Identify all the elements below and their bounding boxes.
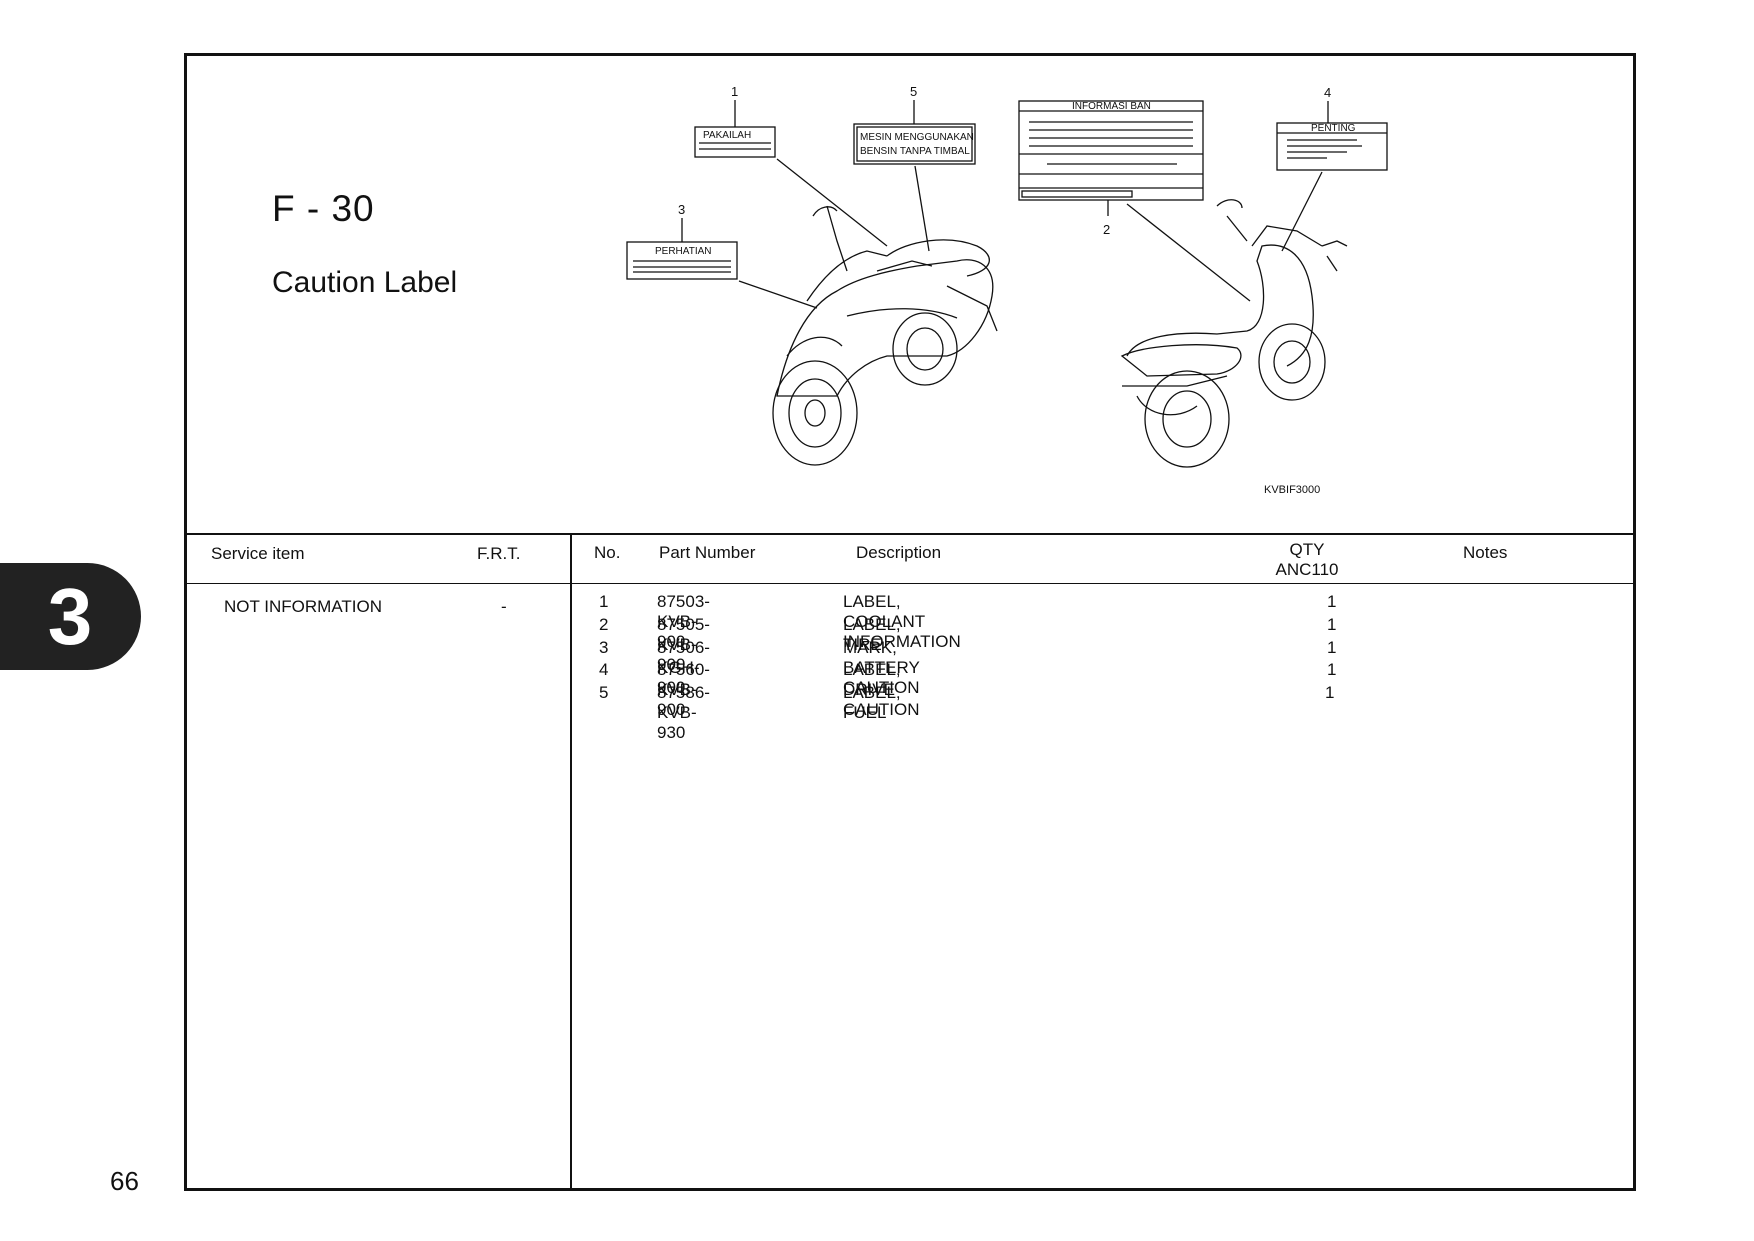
label-3-text: PERHATIAN <box>655 246 712 257</box>
illustration-code: KVBIF3000 <box>1264 484 1320 496</box>
label-2-text: INFORMASI BAN <box>1072 101 1151 112</box>
row-part-number: 87505-KVB-900 <box>657 615 710 674</box>
header-part-number: Part Number <box>659 543 756 562</box>
row-description: LABEL, FUEL <box>843 683 901 722</box>
diagram-area: F - 30 Caution Label <box>187 56 1633 534</box>
header-no: No. <box>594 543 621 562</box>
row-description: LABEL, COOLANT INFORMATION <box>843 592 961 651</box>
label-1-text: PAKAILAH <box>703 130 751 141</box>
parts-page-frame: F - 30 Caution Label <box>184 53 1636 1191</box>
row-qty: 1 <box>1327 638 1337 657</box>
scooter-label-illustration: PAKAILAH MESIN MENGGUNAKAN BENSIN TANPA … <box>626 84 1388 496</box>
row-no: 4 <box>599 660 609 679</box>
scooter-rear-view <box>1120 199 1348 468</box>
row-description: LABEL, TIRE <box>843 615 901 654</box>
label-4-shape <box>1276 122 1388 171</box>
frt-value: - <box>501 597 507 616</box>
row-part-number: 87506-KGH-900 <box>657 638 710 697</box>
row-part-number: 87560-KVB-900 <box>657 660 710 719</box>
row-description: LABEL, DRIVE CAUTION <box>843 660 920 719</box>
label-5-text-line1: MESIN MENGGUNAKAN <box>860 132 974 143</box>
service-parts-divider <box>570 533 572 1191</box>
row-part-number: 87503-KVB-900 <box>657 592 710 651</box>
row-no: 2 <box>599 615 609 634</box>
callout-3: 3 <box>678 202 685 217</box>
section-tab-number: 3 <box>47 572 93 661</box>
row-qty: 1 <box>1327 592 1337 611</box>
table-header-divider <box>187 583 1633 584</box>
header-description: Description <box>856 543 942 562</box>
label-5-shape <box>853 123 976 165</box>
diagram-table-divider <box>187 533 1633 535</box>
scooter-front-view <box>772 205 998 466</box>
label-4-text: PENTING <box>1311 123 1356 134</box>
row-description: MARK, BATTERY CAUTION <box>843 638 920 697</box>
callout-2: 2 <box>1103 222 1110 237</box>
header-qty: QTY <box>1289 540 1325 559</box>
callout-5: 5 <box>910 84 917 99</box>
row-qty: 1 <box>1327 615 1337 634</box>
row-qty: 1 <box>1325 683 1335 702</box>
label-2-shape <box>1018 100 1204 201</box>
row-no: 1 <box>599 592 609 611</box>
callout-4: 4 <box>1324 85 1331 100</box>
row-no: 3 <box>599 638 609 657</box>
row-no: 5 <box>599 683 609 702</box>
figure-title: Caution Label <box>272 266 458 299</box>
section-tab: 3 <box>0 563 141 670</box>
figure-code: F - 30 <box>272 188 375 229</box>
row-qty: 1 <box>1327 660 1337 679</box>
header-model: ANC110 <box>1275 560 1339 579</box>
service-item-value: NOT INFORMATION <box>224 597 383 616</box>
callout-1: 1 <box>731 84 738 99</box>
header-notes: Notes <box>1463 543 1508 562</box>
page-number: 66 <box>110 1166 139 1196</box>
header-frt: F.R.T. <box>477 544 521 563</box>
row-part-number: 87586-KVB-930 <box>657 683 710 742</box>
header-service-item: Service item <box>211 544 305 563</box>
label-5-text-line2: BENSIN TANPA TIMBAL <box>860 146 970 157</box>
